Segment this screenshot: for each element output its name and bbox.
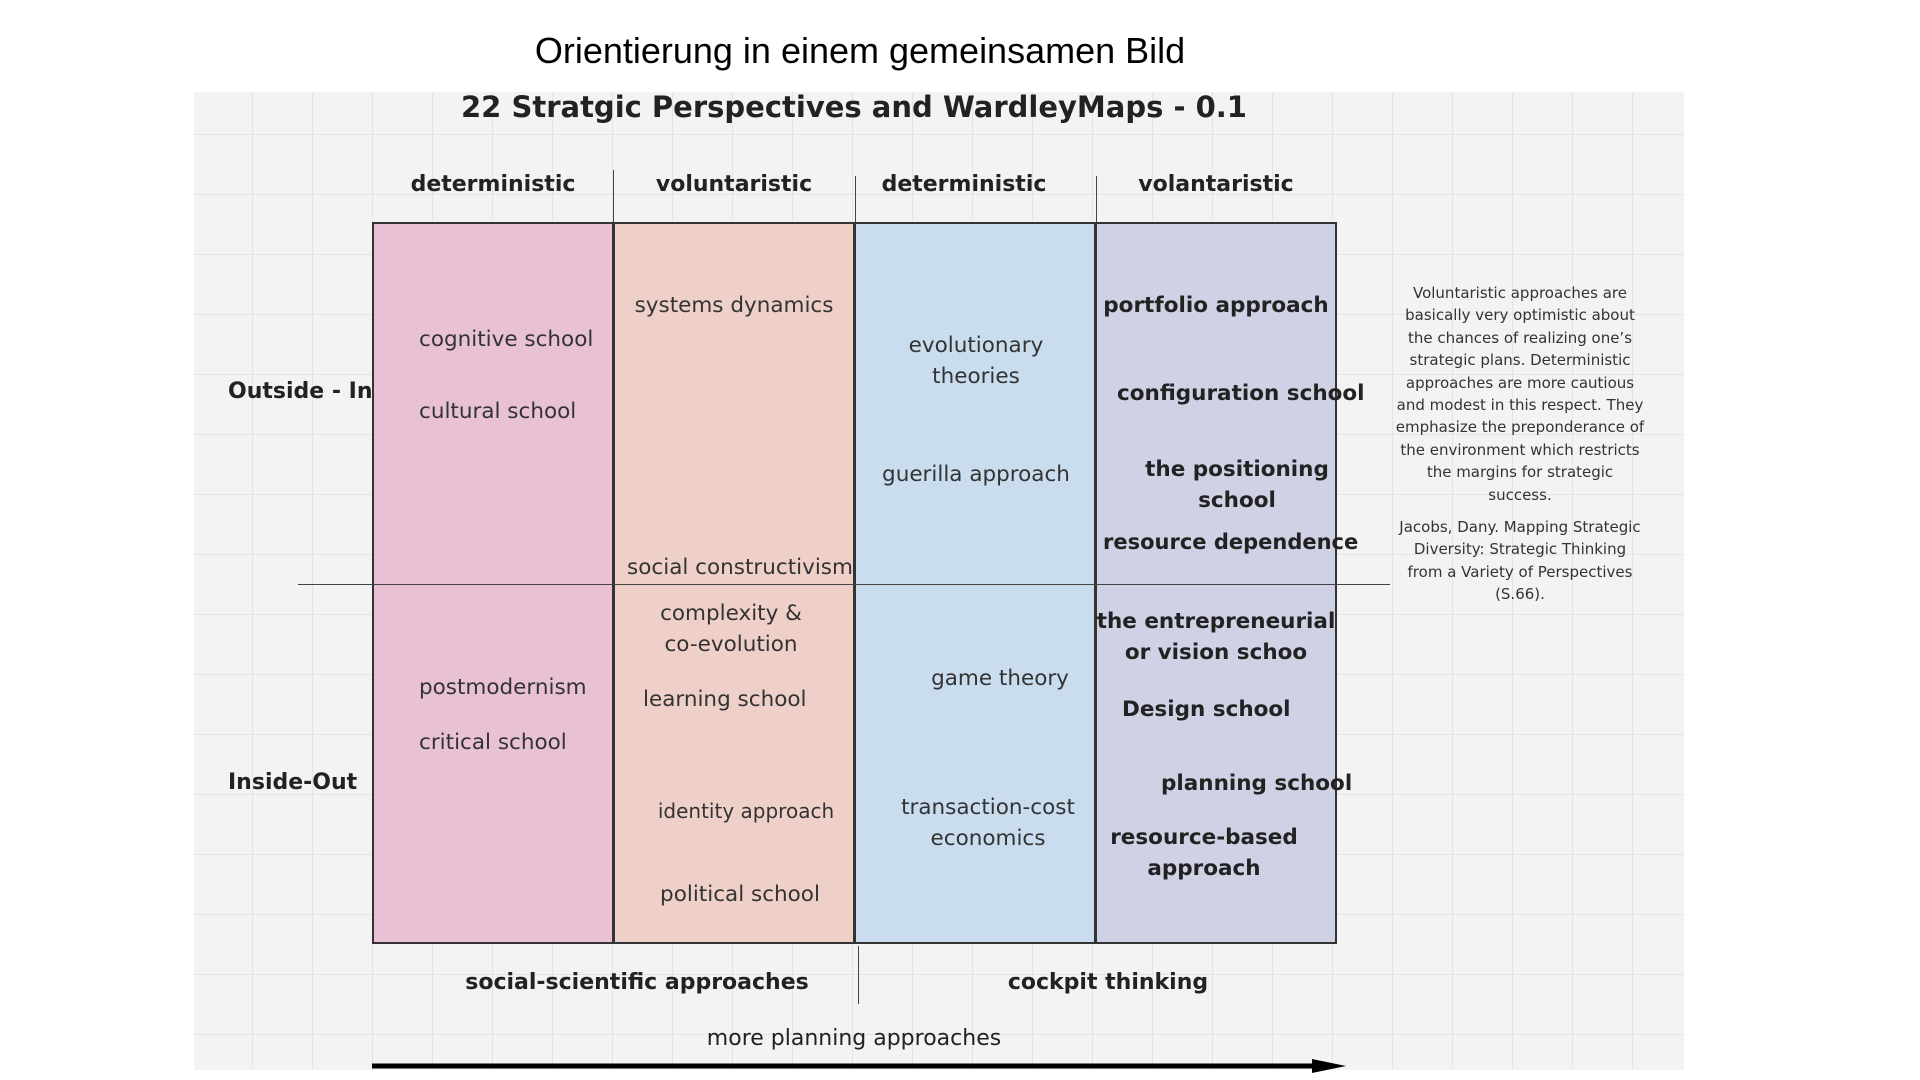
- explanation-note[interactable]: Voluntaristic approaches are basically v…: [1395, 282, 1645, 616]
- item-political-school[interactable]: political school: [660, 882, 820, 907]
- item-evolutionary-theories[interactable]: evolutionary theories: [908, 333, 1044, 389]
- item-game-theory[interactable]: game theory: [931, 666, 1069, 691]
- item-guerilla-approach[interactable]: guerilla approach: [882, 462, 1070, 487]
- column-header-3: deterministic: [881, 172, 1047, 197]
- board-title: 22 Stratgic Perspectives and WardleyMaps…: [461, 90, 1247, 124]
- label-cockpit-thinking: cockpit thinking: [1007, 970, 1209, 995]
- header-divider: [855, 176, 856, 224]
- item-portfolio-approach[interactable]: portfolio approach: [1103, 293, 1329, 318]
- item-critical-school[interactable]: critical school: [419, 730, 567, 755]
- item-identity-approach[interactable]: identity approach: [657, 799, 835, 823]
- row-header-outside-in: Outside - In: [228, 379, 373, 404]
- item-learning-school[interactable]: learning school: [643, 687, 807, 712]
- item-social-constructivism[interactable]: social constructivism: [627, 555, 853, 580]
- item-planning-school[interactable]: planning school: [1161, 771, 1353, 796]
- item-cultural-school[interactable]: cultural school: [419, 399, 577, 424]
- item-design-school[interactable]: Design school: [1122, 697, 1291, 722]
- bottom-divider: [858, 946, 859, 1004]
- arrow-right-icon: [372, 1059, 1346, 1073]
- label-social-scientific-approaches: social-scientific approaches: [465, 970, 809, 995]
- item-transaction-cost-economics[interactable]: transaction-cost economics: [901, 795, 1075, 851]
- note-text: Voluntaristic approaches are basically v…: [1395, 284, 1645, 504]
- header-divider: [1096, 176, 1097, 224]
- column-deterministic-social: [372, 222, 614, 944]
- column-header-4: volantaristic: [1138, 172, 1294, 197]
- outside-inside-divider: [298, 584, 1390, 585]
- page-title: Orientierung in einem gemeinsamen Bild: [534, 30, 1186, 71]
- arrow-label: more planning approaches: [706, 1026, 1002, 1051]
- item-resource-dependence[interactable]: resource dependence: [1103, 530, 1359, 554]
- column-voluntaristic-cockpit: [1095, 222, 1337, 944]
- note-citation: Jacobs, Dany. Mapping Strategic Diversit…: [1399, 518, 1641, 604]
- header-divider: [613, 170, 614, 224]
- item-cognitive-school[interactable]: cognitive school: [419, 327, 594, 352]
- row-header-inside-out: Inside-Out: [228, 770, 358, 795]
- item-postmodernism[interactable]: postmodernism: [419, 675, 587, 700]
- item-systems-dynamics[interactable]: systems dynamics: [634, 293, 834, 318]
- item-configuration-school[interactable]: configuration school: [1117, 381, 1365, 406]
- column-voluntaristic-social: [613, 222, 855, 944]
- column-header-1: deterministic: [410, 172, 576, 197]
- column-header-2: voluntaristic: [655, 172, 813, 197]
- item-complexity-co-evolution[interactable]: complexity & co-evolution: [660, 601, 802, 657]
- item-resource-based-approach[interactable]: resource-based approach: [1110, 825, 1298, 881]
- item-positioning-school[interactable]: the positioning school: [1145, 457, 1329, 513]
- item-entrepreneurial-vision-school[interactable]: the entrepreneurial or vision schoo: [1096, 609, 1336, 665]
